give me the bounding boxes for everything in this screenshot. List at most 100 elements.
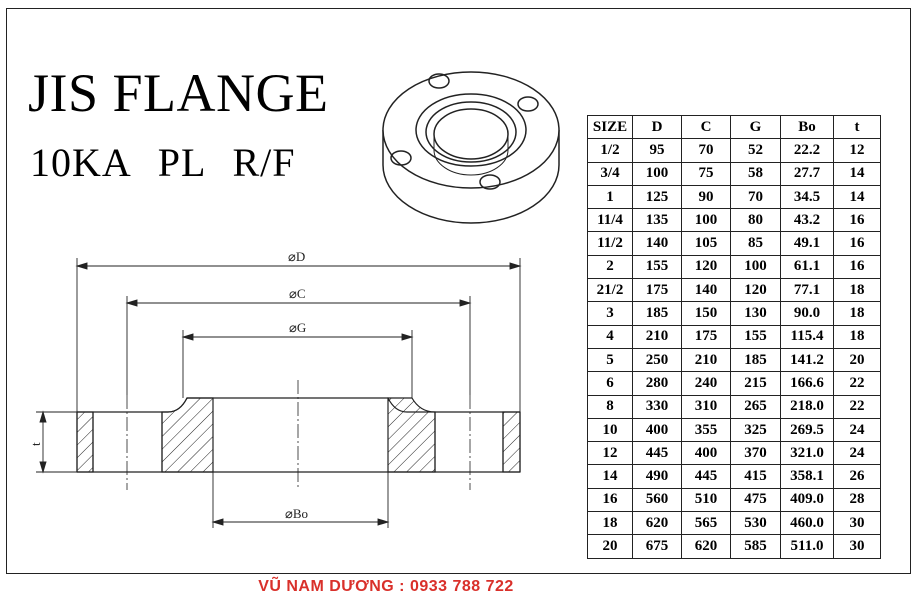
- cell-t: 16: [833, 208, 881, 233]
- cell-t: 24: [833, 441, 881, 466]
- footer-contact: VŨ NAM DƯƠNG : 0933 788 722: [258, 578, 514, 595]
- cell-g: 70: [730, 184, 781, 210]
- cell-bo: 166.6: [780, 371, 834, 396]
- cell-bo: 27.7: [780, 161, 834, 186]
- cell-bo: 358.1: [780, 464, 834, 489]
- cell-c: 565: [681, 511, 731, 536]
- cell-bo: 269.5: [780, 417, 834, 443]
- dim-label-bo: ⌀Bo: [285, 506, 308, 521]
- cell-t: 18: [833, 278, 881, 303]
- cell-size: 11/4: [587, 208, 633, 233]
- dimension-lines: [36, 258, 522, 528]
- dim-label-g: ⌀G: [289, 320, 306, 335]
- cell-size: 1: [587, 184, 633, 210]
- cell-g: 155: [730, 324, 781, 349]
- cell-size: 2: [587, 254, 633, 280]
- cell-g: 415: [730, 464, 781, 489]
- flange-cross-section: [76, 380, 521, 490]
- cell-c: 510: [681, 487, 731, 513]
- header-size: SIZE: [587, 114, 633, 140]
- subtitle-class: 10KA: [30, 140, 132, 185]
- cell-c: 90: [681, 184, 731, 210]
- subtitle-face: R/F: [232, 140, 296, 185]
- flange-3d-illustration: [382, 71, 560, 224]
- cell-bo: 409.0: [780, 487, 834, 513]
- cell-g: 80: [730, 208, 781, 233]
- cell-d: 445: [632, 441, 682, 466]
- dim-label-t: t: [28, 442, 43, 446]
- cell-d: 490: [632, 464, 682, 489]
- cell-d: 135: [632, 208, 682, 233]
- cell-c: 105: [681, 231, 731, 256]
- cell-d: 620: [632, 511, 682, 536]
- cell-t: 26: [833, 464, 881, 489]
- cell-d: 400: [632, 417, 682, 443]
- bolt-hole-icon: [428, 73, 450, 89]
- cell-t: 18: [833, 301, 881, 326]
- cell-g: 120: [730, 278, 781, 303]
- cell-bo: 511.0: [780, 534, 834, 559]
- cell-bo: 49.1: [780, 231, 834, 256]
- header-g: G: [730, 114, 781, 140]
- cell-bo: 115.4: [780, 324, 834, 349]
- cell-d: 210: [632, 324, 682, 349]
- cell-g: 85: [730, 231, 781, 256]
- cell-c: 120: [681, 254, 731, 280]
- cell-g: 215: [730, 371, 781, 396]
- cell-c: 240: [681, 371, 731, 396]
- cell-size: 16: [587, 487, 633, 513]
- cell-d: 560: [632, 487, 682, 513]
- dim-label-c: ⌀C: [289, 286, 306, 301]
- cell-bo: 141.2: [780, 347, 834, 373]
- cell-g: 130: [730, 301, 781, 326]
- cell-d: 185: [632, 301, 682, 326]
- cell-g: 265: [730, 394, 781, 419]
- cell-t: 28: [833, 487, 881, 513]
- cell-c: 445: [681, 464, 731, 489]
- cell-bo: 43.2: [780, 208, 834, 233]
- cell-bo: 34.5: [780, 184, 834, 210]
- cell-size: 10: [587, 417, 633, 443]
- cell-c: 620: [681, 534, 731, 559]
- cell-c: 100: [681, 208, 731, 233]
- cell-g: 325: [730, 417, 781, 443]
- cell-c: 75: [681, 161, 731, 186]
- cell-g: 585: [730, 534, 781, 559]
- cell-c: 150: [681, 301, 731, 326]
- cell-t: 20: [833, 347, 881, 373]
- dim-label-d: ⌀D: [288, 249, 305, 264]
- cell-c: 355: [681, 417, 731, 443]
- bolt-hole-icon: [517, 96, 539, 112]
- header-c: C: [681, 114, 731, 140]
- cell-g: 52: [730, 138, 781, 163]
- dimension-labels: ⌀D ⌀C ⌀G ⌀Bo t: [28, 249, 308, 521]
- cell-bo: 218.0: [780, 394, 834, 419]
- cell-d: 155: [632, 254, 682, 280]
- cell-size: 5: [587, 347, 633, 373]
- cell-c: 400: [681, 441, 731, 466]
- cell-size: 20: [587, 534, 633, 559]
- cell-size: 12: [587, 441, 633, 466]
- cell-c: 140: [681, 278, 731, 303]
- cell-t: 14: [833, 184, 881, 210]
- cell-d: 280: [632, 371, 682, 396]
- cell-c: 210: [681, 347, 731, 373]
- header-bo: Bo: [780, 114, 834, 140]
- cell-t: 24: [833, 417, 881, 443]
- cell-d: 250: [632, 347, 682, 373]
- cell-d: 140: [632, 231, 682, 256]
- cell-g: 58: [730, 161, 781, 186]
- cell-t: 16: [833, 254, 881, 280]
